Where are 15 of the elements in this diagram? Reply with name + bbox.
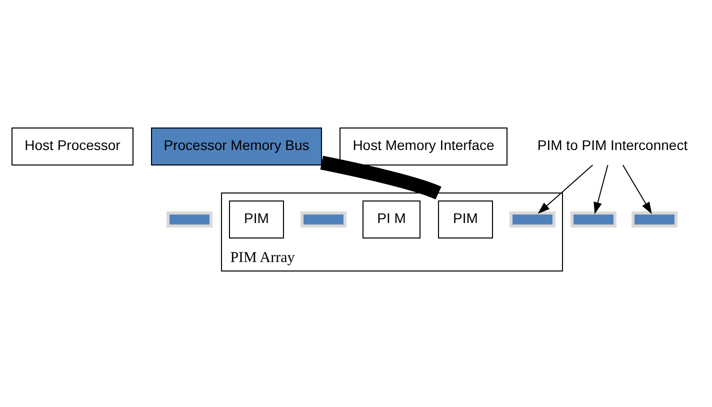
node-box: Host Processor [12,128,134,166]
node-box: Processor Memory Bus [151,128,322,166]
node-box: PIM [229,200,284,238]
node-box: PIM [438,200,493,238]
node-text: PIM to PIM Interconnect [537,137,688,154]
node-box: PI M [362,200,420,238]
node-box: Host Memory Interface [340,128,508,166]
arrow [538,164,594,214]
node-bar [632,212,678,228]
arrow [622,164,652,214]
node-bar [166,212,212,228]
node-bar [510,212,556,228]
node-bar [300,212,346,228]
node-bar [570,212,616,228]
arrow [594,164,608,214]
